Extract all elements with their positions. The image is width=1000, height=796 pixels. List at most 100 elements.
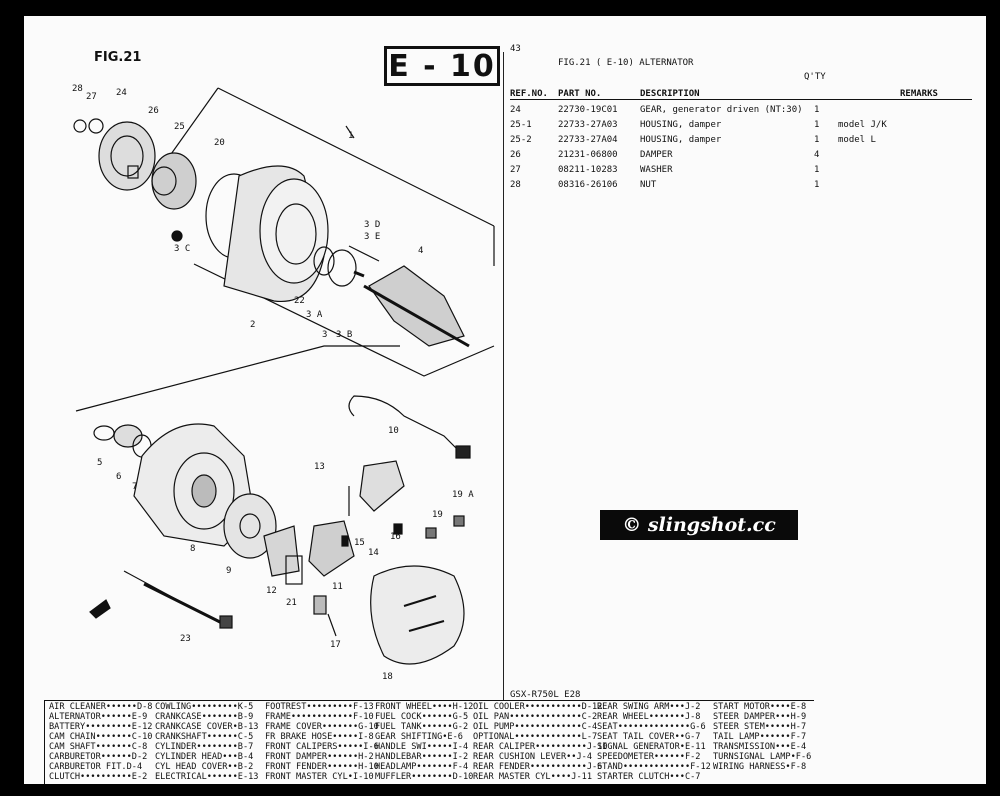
index-entry[interactable]: SIGNAL GENERATOR•E-11 xyxy=(597,742,706,752)
description-cell: HOUSING, damper xyxy=(640,135,722,145)
callout-6: 6 xyxy=(116,472,122,482)
index-entry[interactable]: CARBURETOR FIT.D-4 xyxy=(49,762,143,772)
ref-cell: 24 xyxy=(510,105,521,115)
index-entry[interactable]: START MOTOR••••E-8 xyxy=(713,702,807,712)
part-no-cell: 21231-06800 xyxy=(558,150,618,160)
callout-11: 11 xyxy=(332,582,343,592)
upper-assembly-outline xyxy=(163,87,495,377)
qty-cell: 1 xyxy=(814,135,820,145)
index-entry[interactable]: STEER STEM•••••H-7 xyxy=(713,722,807,732)
qty-cell: 1 xyxy=(814,180,820,190)
column-divider xyxy=(503,52,504,700)
ref-no-header: REF.NO. xyxy=(510,89,548,99)
description-cell: NUT xyxy=(640,180,657,190)
index-entry[interactable]: WIRING HARNESS•F-8 xyxy=(713,762,807,772)
index-entry[interactable]: CYLINDER HEAD•••B-4 xyxy=(155,752,254,762)
index-entry[interactable]: CRANKSHAFT••••••C-5 xyxy=(155,732,254,742)
ref-cell: 25-1 xyxy=(510,120,532,130)
index-entry[interactable]: REAR CALIPER••••••••••J-10 xyxy=(473,742,608,752)
index-entry[interactable]: STEER DAMPER•••H-9 xyxy=(713,712,807,722)
description-header: DESCRIPTION xyxy=(640,89,700,99)
index-entry[interactable]: FRONT DAMPER••••••H-2 xyxy=(265,752,374,762)
index-entry[interactable]: GEAR SHIFTING•E-6 xyxy=(375,732,463,742)
callout-23: 23 xyxy=(180,634,191,644)
index-entry[interactable]: REAR SWING ARM•••J-2 xyxy=(597,702,701,712)
index-entry[interactable]: TRANSMISSION•••E-4 xyxy=(713,742,807,752)
callout-3: 3 xyxy=(322,330,328,340)
index-entry[interactable]: COWLING•••••••••K-5 xyxy=(155,702,254,712)
callout-21: 21 xyxy=(286,598,297,608)
index-entry[interactable]: AIR CLEANER••••••D-8 xyxy=(49,702,153,712)
figure-title: FIG.21 xyxy=(94,50,142,65)
index-entry[interactable]: REAR FENDER•••••••••••J-6 xyxy=(473,762,603,772)
callout-20: 20 xyxy=(214,138,225,148)
index-entry[interactable]: CRANKCASE COVER•B-13 xyxy=(155,722,259,732)
callout-8: 8 xyxy=(190,544,196,554)
index-entry[interactable]: CARBURETOR••••••D-2 xyxy=(49,752,148,762)
index-entry[interactable]: ALTERNATOR••••••E-9 xyxy=(49,712,148,722)
callout-16: 16 xyxy=(390,532,401,542)
index-entry[interactable]: FRONT FENDER••••••H-10 xyxy=(265,762,379,772)
table-row: 26 21231-06800 DAMPER 4 xyxy=(24,150,986,165)
index-entry[interactable]: CAM CHAIN•••••••C-10 xyxy=(49,732,153,742)
index-entry[interactable]: REAR MASTER CYL••••J-11 xyxy=(473,772,592,782)
callout-27: 27 xyxy=(86,92,97,102)
index-entry[interactable]: CLUTCH••••••••••E-2 xyxy=(49,772,148,782)
callout-18: 18 xyxy=(382,672,393,682)
section-code-box: E - 10 xyxy=(384,46,500,86)
part-no-cell: 22733-27A04 xyxy=(558,135,618,145)
index-entry[interactable]: FUEL TANK••••••G-2 xyxy=(375,722,469,732)
index-entry[interactable]: STAND•••••••••••••F-12 xyxy=(597,762,711,772)
alternator-housing-lower xyxy=(93,423,277,559)
index-entry[interactable]: SEAT TAIL COVER••G-7 xyxy=(597,732,701,742)
section-index-table: AIR CLEANER••••••D-8 ALTERNATOR••••••E-9… xyxy=(44,700,814,784)
index-entry[interactable]: SEAT••••••••••••••G-6 xyxy=(597,722,706,732)
remarks-cell: model J/K xyxy=(838,120,887,130)
index-entry[interactable]: ELECTRICAL••••••E-13 xyxy=(155,772,259,782)
index-entry[interactable]: FRONT MASTER CYL•I-10 xyxy=(265,772,374,782)
part-no-header: PART NO. xyxy=(558,89,602,99)
index-entry[interactable]: OIL PUMP•••••••••••••C-4 xyxy=(473,722,598,732)
index-entry[interactable]: BATTERY•••••••••E-12 xyxy=(49,722,153,732)
index-entry[interactable]: HANDLE SWI•••••I-4 xyxy=(375,742,469,752)
description-cell: HOUSING, damper xyxy=(640,120,722,130)
index-entry[interactable]: HANDLEBAR••••••I-2 xyxy=(375,752,469,762)
index-entry[interactable]: TAIL LAMP••••••F-7 xyxy=(713,732,807,742)
callout-14: 14 xyxy=(368,548,379,558)
index-entry[interactable]: OPTIONAL•••••••••••••L-7 xyxy=(473,732,598,742)
index-entry[interactable]: SPEEDOMETER••••••F-2 xyxy=(597,752,701,762)
index-entry[interactable]: FRAME••••••••••••F-10 xyxy=(265,712,374,722)
index-entry[interactable]: FRONT CALIPERS•••••I-6 xyxy=(265,742,379,752)
callout-1: 1 xyxy=(348,131,354,141)
qty-cell: 1 xyxy=(814,120,820,130)
page-number: 43 xyxy=(510,44,521,54)
index-entry[interactable]: CYLINDER••••••••B-7 xyxy=(155,742,254,752)
index-entry[interactable]: HEADLAMP•••••••F-4 xyxy=(375,762,469,772)
index-entry[interactable]: OIL PAN••••••••••••••C-2 xyxy=(473,712,598,722)
index-entry[interactable]: CAM SHAFT•••••••C-8 xyxy=(49,742,148,752)
callout-3a: 3 A xyxy=(306,310,323,320)
index-entry[interactable]: FR BRAKE HOSE•••••I-8 xyxy=(265,732,374,742)
callout-3c: 3 C xyxy=(174,244,191,254)
qty-cell: 1 xyxy=(814,165,820,175)
remarks-cell: model L xyxy=(838,135,876,145)
index-entry[interactable]: OIL COOLER•••••••••••D-12 xyxy=(473,702,603,712)
index-entry[interactable]: FRONT WHEEL••••H-12 xyxy=(375,702,474,712)
index-entry[interactable]: FOOTREST•••••••••F-13 xyxy=(265,702,374,712)
index-entry[interactable]: CRANKCASE•••••••B-9 xyxy=(155,712,254,722)
description-cell: DAMPER xyxy=(640,150,673,160)
callout-3e: 3 E xyxy=(364,232,381,242)
index-entry[interactable]: FUEL COCK••••••G-5 xyxy=(375,712,469,722)
callout-9: 9 xyxy=(226,566,232,576)
index-entry[interactable]: REAR CUSHION LEVER••J-4 xyxy=(473,752,592,762)
callout-3d: 3 D xyxy=(364,220,381,230)
index-entry[interactable]: TURNSIGNAL LAMP•F-6 xyxy=(713,752,812,762)
ref-cell: 27 xyxy=(510,165,521,175)
callout-3b: 3 B xyxy=(336,330,353,340)
index-entry[interactable]: CYL HEAD COVER••B-2 xyxy=(155,762,254,772)
index-entry[interactable]: FRAME COVER•••••••G-10 xyxy=(265,722,379,732)
index-entry[interactable]: STARTER CLUTCH•••C-7 xyxy=(597,772,701,782)
index-entry[interactable]: REAR WHEEL•••••••J-8 xyxy=(597,712,701,722)
callout-5: 5 xyxy=(97,458,103,468)
index-entry[interactable]: MUFFLER••••••••D-10 xyxy=(375,772,474,782)
